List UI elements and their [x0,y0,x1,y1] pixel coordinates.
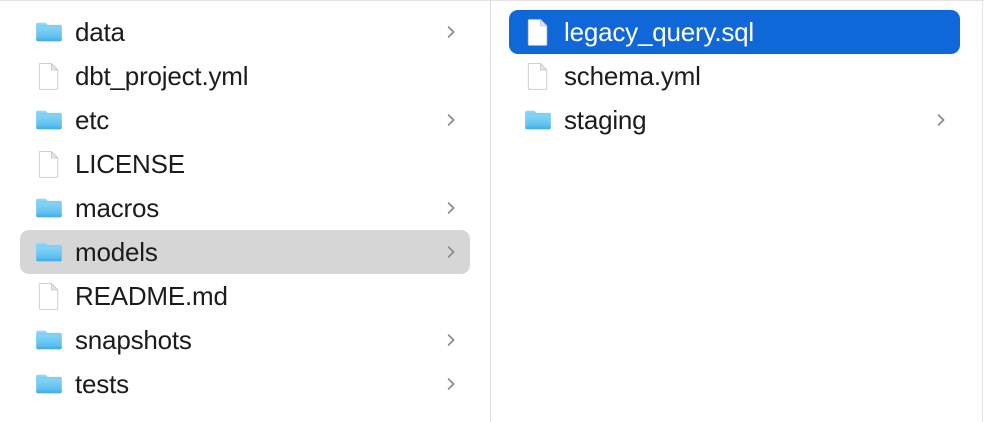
folder-row[interactable]: etc [20,98,470,142]
folder-row[interactable]: snapshots [20,318,470,362]
item-label: models [75,237,158,267]
item-label: staging [564,105,647,135]
document-icon [34,61,64,91]
item-label: tests [75,369,129,399]
item-label: schema.yml [564,61,701,91]
chevron-right-icon[interactable] [443,24,459,40]
item-label: legacy_query.sql [564,17,754,47]
folder-icon [34,325,64,355]
folder-row[interactable]: macros [20,186,470,230]
chevron-right-icon[interactable] [443,200,459,216]
file-row[interactable]: legacy_query.sql [509,10,960,54]
document-icon [523,61,553,91]
folder-icon [34,105,64,135]
item-label: snapshots [75,325,192,355]
folder-icon [523,105,553,135]
chevron-right-icon[interactable] [933,112,949,128]
finder-column-project-root: data dbt_project.yml [0,1,491,422]
folder-row[interactable]: tests [20,362,470,406]
item-label: README.md [75,281,228,311]
document-icon [34,149,64,179]
item-label: macros [75,193,160,223]
file-row[interactable]: schema.yml [509,54,960,98]
folder-row[interactable]: data [20,10,470,54]
chevron-right-icon[interactable] [443,332,459,348]
chevron-right-icon[interactable] [443,244,459,260]
folder-icon [34,17,64,47]
folder-icon [34,193,64,223]
chevron-right-icon[interactable] [443,376,459,392]
folder-icon [34,237,64,267]
chevron-right-icon[interactable] [443,112,459,128]
file-row[interactable]: README.md [20,274,470,318]
file-row[interactable]: LICENSE [20,142,470,186]
file-row[interactable]: dbt_project.yml [20,54,470,98]
finder-column-models: legacy_query.sql schema.yml [491,1,983,422]
document-icon [34,281,64,311]
item-label: dbt_project.yml [75,61,249,91]
document-icon [523,17,553,47]
item-label: data [75,17,125,47]
folder-row[interactable]: models [20,230,470,274]
item-label: etc [75,105,110,135]
folder-icon [34,369,64,399]
item-label: LICENSE [75,149,185,179]
folder-row[interactable]: staging [509,98,960,142]
